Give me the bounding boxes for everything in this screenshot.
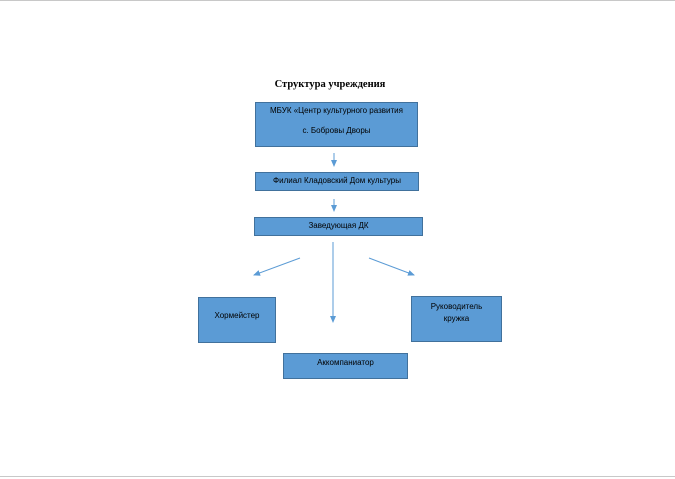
node-choirmaster-label: Хормейстер: [214, 311, 260, 320]
page-bottom-edge: [0, 476, 675, 477]
node-accompanist: Аккомпаниатор: [283, 353, 408, 379]
page-top-edge: [0, 0, 675, 1]
node-club-leader-line2: кружка: [443, 314, 470, 323]
arrow-head-to-club-leader: [368, 257, 415, 276]
node-accompanist-label: Аккомпаниатор: [317, 358, 374, 367]
node-filial-label: Филиал Кладовский Дом культуры: [273, 176, 401, 185]
diagram-title: Структура учреждения: [274, 79, 386, 90]
node-filial: Филиал Кладовский Дом культуры: [255, 172, 419, 191]
node-mbuk-line1: МБУК «Центр культурного развития: [270, 106, 403, 115]
node-mbuk: МБУК «Центр культурного развития с. Бобр…: [255, 102, 418, 147]
arrow-head-to-choirmaster: [253, 257, 301, 276]
node-head: Заведующая ДК: [254, 217, 423, 236]
node-choirmaster: Хормейстер: [198, 297, 276, 343]
node-mbuk-line2: с. Бобровы Дворы: [302, 126, 371, 135]
node-head-label: Заведующая ДК: [308, 221, 369, 230]
node-club-leader-line1: Руководитель: [430, 302, 483, 311]
node-club-leader: Руководитель кружка: [411, 296, 502, 342]
